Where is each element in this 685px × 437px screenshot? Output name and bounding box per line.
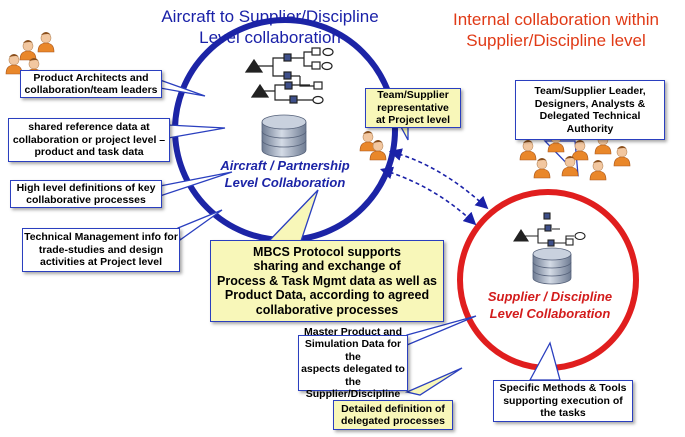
mbcs-protocol-callout: MBCS Protocol supports sharing and excha… [210, 240, 444, 322]
technical-management-callout: Technical Management info for trade-stud… [22, 228, 180, 272]
database-icon [532, 247, 572, 285]
process-flow-icon [512, 212, 586, 247]
team-supplier-representative-callout: Team/Supplier representative at Project … [365, 88, 461, 128]
specific-methods-callout: Specific Methods & Tools supporting exec… [493, 380, 633, 422]
exchange-arrow-lower [379, 166, 477, 226]
aircraft-collaboration-label: Aircraft / Partnership Level Collaborati… [220, 158, 350, 190]
master-product-callout: Master Product and Simulation Data for t… [298, 326, 408, 400]
database-icon [261, 114, 307, 158]
right-title: Internal collaboration within Supplier/D… [452, 10, 659, 50]
product-architects-callout: Product Architects and collaboration/tea… [20, 70, 162, 98]
process-flow-icon [244, 47, 334, 105]
team-supplier-leader-callout: Team/Supplier Leader, Designers, Analyst… [515, 80, 665, 140]
detailed-definition-callout: Detailed definition of delegated process… [333, 400, 453, 430]
high-level-definitions-callout: High level definitions of key collaborat… [10, 180, 162, 208]
exchange-arrow-upper [388, 148, 489, 210]
supplier-collaboration-label: Supplier / Discipline Level Collaboratio… [487, 289, 613, 321]
shared-reference-callout: shared reference data at collaboration o… [8, 118, 170, 162]
left-title: Aircraft to Supplier/Discipline Level co… [161, 7, 379, 47]
